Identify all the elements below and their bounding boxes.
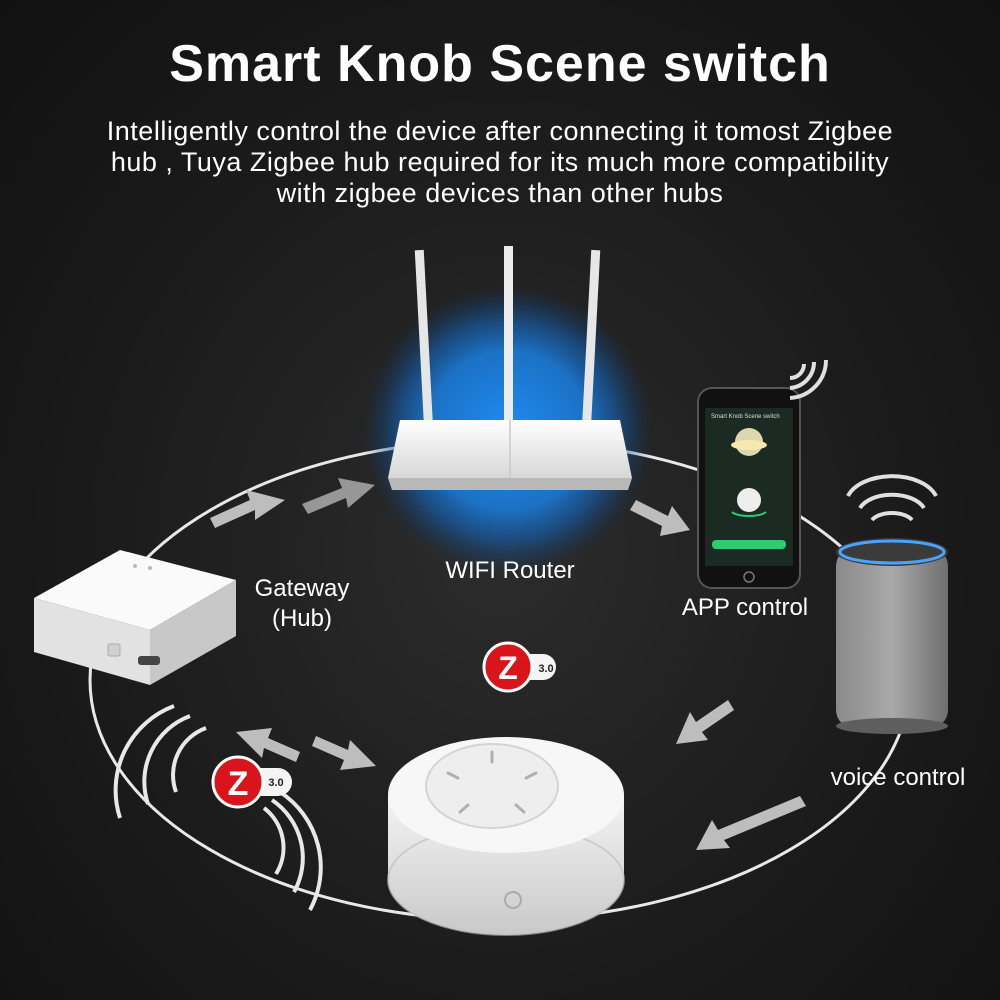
smartphone: Smart Knob Scene switch: [697, 387, 801, 589]
voice-control-label: voice control: [830, 764, 966, 791]
subtitle-line-1: Intelligently control the device after c…: [106, 116, 894, 146]
arrow-router-to-app: [630, 500, 690, 536]
smart-speaker: [836, 538, 948, 734]
zigbee-badge-left: Z 3.0: [211, 755, 292, 809]
gateway-hub: [34, 550, 236, 685]
signal-waves-phone: [789, 359, 829, 400]
knob-switch: [387, 737, 625, 936]
arrow-gateway-knob-2: [312, 736, 376, 770]
zigbee-letter: Z: [228, 765, 249, 803]
gateway-label: Gateway (Hub): [232, 574, 372, 634]
arrow-router-to-gateway-1: [210, 490, 285, 528]
page-title: Smart Knob Scene switch: [169, 35, 831, 93]
zigbee-version: 3.0: [268, 777, 283, 789]
phone-screen-title: Smart Knob Scene switch: [711, 414, 780, 420]
subtitle-line-2: hub , Tuya Zigbee hub required for its m…: [110, 147, 890, 177]
app-control-label: APP control: [681, 594, 809, 621]
arrow-speaker-to-knob-1: [676, 700, 734, 744]
flow-arrows: [210, 478, 806, 850]
page-subtitle: Intelligently control the device after c…: [40, 116, 960, 209]
router-label: WIFI Router: [445, 557, 575, 584]
zigbee-version: 3.0: [538, 663, 553, 675]
gateway-label-line-1: Gateway: [254, 575, 350, 602]
subtitle-line-3: with zigbee devices than other hubs: [276, 178, 724, 208]
signal-waves-left: [113, 704, 323, 911]
arrow-router-to-gateway-2: [302, 478, 375, 514]
zigbee-letter: Z: [498, 650, 518, 686]
signal-waves-speaker: [846, 474, 938, 522]
arrow-speaker-to-knob-2: [696, 796, 806, 850]
zigbee-badge-center: Z 3.0: [482, 641, 556, 693]
arrow-gateway-knob-1: [236, 728, 300, 762]
wifi-router: [363, 246, 653, 575]
gateway-label-line-2: (Hub): [271, 605, 332, 632]
